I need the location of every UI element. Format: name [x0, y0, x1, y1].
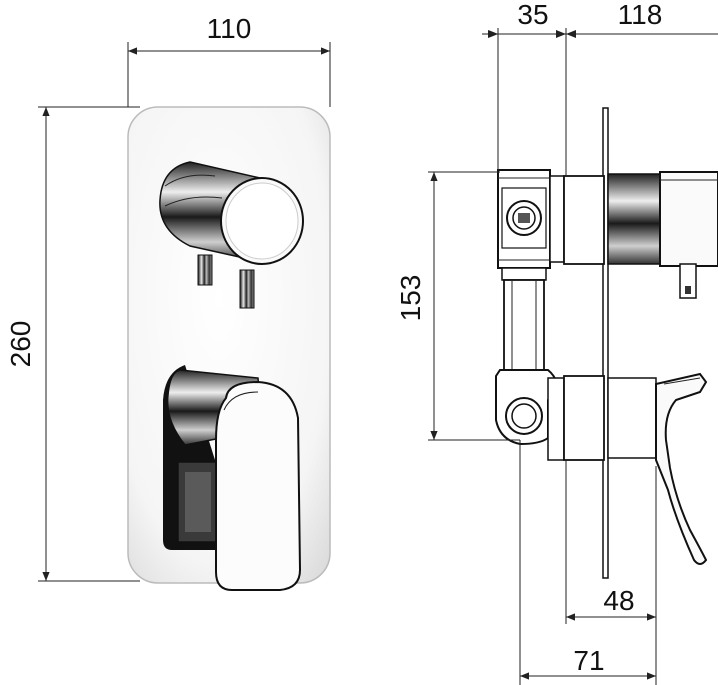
diverter-lever — [163, 365, 302, 591]
side-cover-plate — [602, 107, 609, 579]
side-view: 35 118 153 48 71 — [395, 0, 718, 685]
dimension-height: 260 — [5, 106, 140, 582]
dimension-label-lever-depth: 48 — [603, 585, 634, 616]
dimension-center-distance: 153 — [395, 171, 520, 441]
dimension-label-width: 110 — [207, 13, 252, 44]
knob-stems — [197, 254, 255, 309]
dimension-lever-depth: 48 — [565, 460, 657, 624]
dimension-depth-top: 35 118 — [482, 0, 718, 176]
lower-lever-side — [563, 372, 708, 565]
dimension-label-total-depth: 118 — [618, 0, 663, 30]
upper-knob-side — [563, 171, 718, 299]
front-view: 110 260 — [5, 13, 331, 591]
upper-valve-body — [497, 169, 565, 269]
dimension-label-lever-total: 71 — [573, 645, 604, 676]
dimension-lever-total: 71 — [519, 440, 657, 685]
dimension-label-height: 260 — [5, 321, 36, 368]
thermostatic-knob — [159, 161, 304, 265]
dimension-label-center-distance: 153 — [395, 275, 426, 322]
connecting-pipe — [501, 267, 547, 371]
dimension-label-body-depth: 35 — [517, 0, 548, 30]
dimension-width: 110 — [127, 13, 331, 107]
lower-valve-body — [495, 369, 565, 461]
